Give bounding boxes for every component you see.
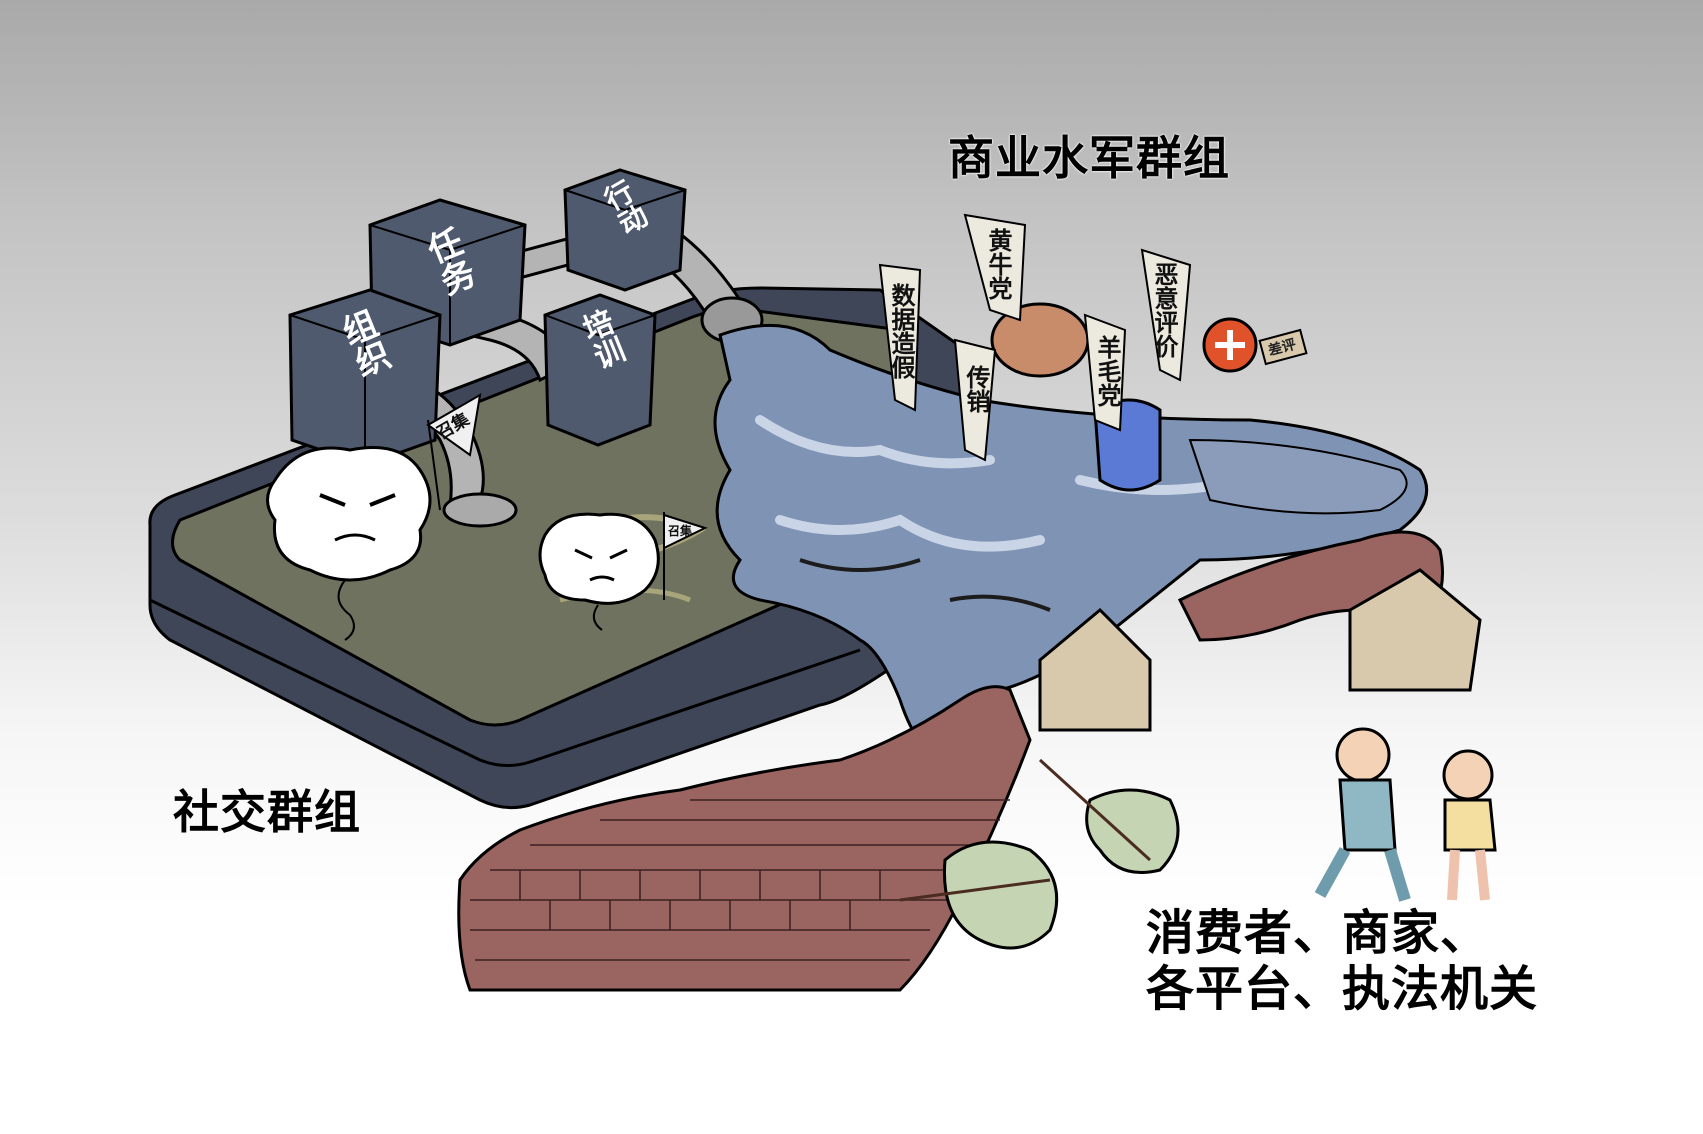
banner-malicious-reviews: 恶意评价 — [1150, 262, 1178, 358]
brick-wall — [457, 530, 1444, 992]
banner-scalpers: 黄牛党 — [984, 228, 1012, 300]
banner-data-fraud: 数据造假 — [887, 283, 915, 379]
social-groups-title: 社交群组 — [173, 785, 361, 839]
person-woman — [1442, 749, 1497, 901]
cloud-creature-1 — [266, 446, 432, 641]
red-x-head-character — [1202, 317, 1258, 373]
block-training — [543, 293, 657, 447]
banner-freebie-hunters: 羊毛党 — [1093, 335, 1121, 407]
banner-pyramid-selling: 传销 — [962, 365, 990, 413]
tree-2 — [1038, 758, 1180, 874]
recruit-flag-label-2: 召集 — [668, 524, 693, 538]
victims-caption: 消费者、商家、 各平台、执法机关 — [1146, 905, 1538, 1017]
tree-1 — [899, 840, 1059, 950]
bad-review-sign — [1258, 328, 1308, 366]
house-2 — [1348, 568, 1482, 692]
banners — [878, 213, 1192, 462]
victims-line-2: 各平台、执法机关 — [1146, 961, 1539, 1017]
water-flood — [713, 323, 1429, 747]
block-action — [563, 168, 687, 292]
recruit-flag-2 — [663, 512, 708, 600]
cloud-creature-2 — [538, 512, 660, 631]
recruit-flag-1 — [426, 393, 482, 511]
house-1 — [1038, 607, 1152, 732]
commercial-troll-groups-title: 商业水军群组 — [948, 131, 1230, 185]
person-man — [1314, 727, 1411, 902]
block-organize — [288, 288, 442, 467]
victims-line-1: 消费者、商家、 — [1146, 905, 1490, 961]
